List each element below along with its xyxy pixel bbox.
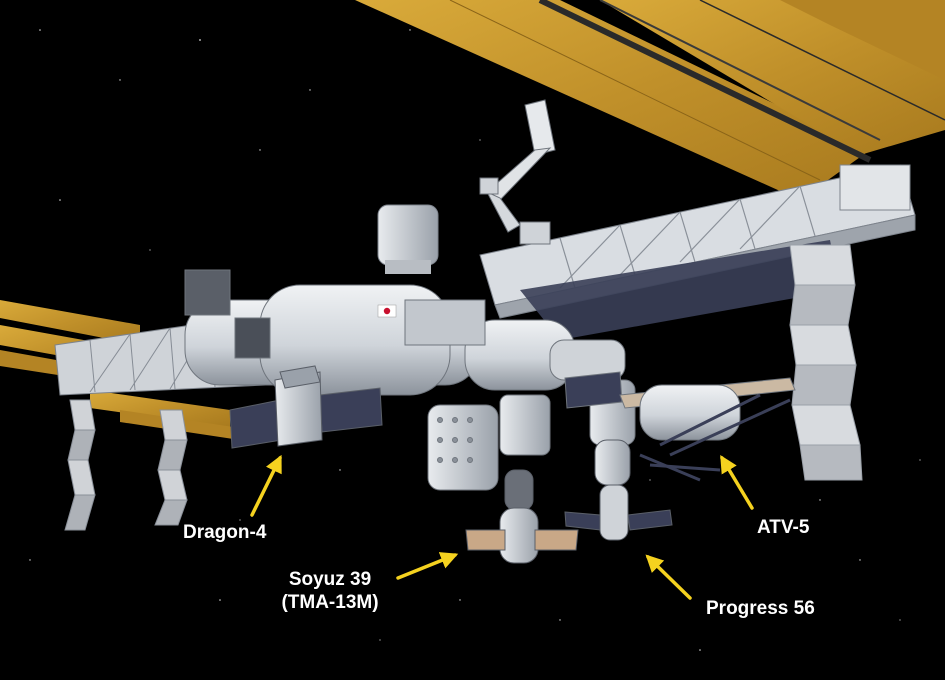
left-radiators (64, 399, 188, 531)
progress-spacecraft (564, 439, 673, 541)
kibo-logistics-module (377, 204, 439, 274)
upper-solar-arrays (355, 0, 945, 200)
atv-label: ATV-5 (757, 517, 810, 538)
truss-dark-panel (520, 240, 840, 340)
robotic-arm (479, 99, 556, 245)
dragon-spacecraft (229, 365, 383, 449)
soyuz-label-line2: (TMA-13M) (281, 592, 379, 613)
soyuz-spacecraft (465, 469, 579, 564)
japan-flag-icon (377, 304, 397, 318)
dragon-arrow (250, 454, 282, 517)
soyuz-label: Soyuz 39 (TMA-13M) (270, 568, 390, 614)
russian-segment (499, 339, 636, 456)
soyuz-arrow (396, 552, 459, 580)
right-radiator (789, 244, 863, 481)
atv-arrow (720, 454, 754, 510)
progress-arrow (645, 554, 692, 600)
dragon-label: Dragon-4 (183, 522, 267, 543)
soyuz-label-line1: Soyuz 39 (288, 569, 372, 590)
atv-spacecraft (619, 377, 796, 482)
pointer-arrows (250, 454, 754, 600)
lower-module (427, 404, 499, 491)
progress-label: Progress 56 (706, 598, 815, 619)
